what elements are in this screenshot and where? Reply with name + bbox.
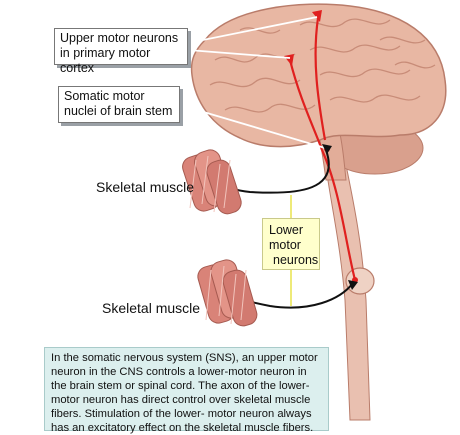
caption-box: In the somatic nervous system (SNS), an … — [44, 347, 329, 431]
upper-motor-neurons-label: Upper motor neurons in primary motor cor… — [54, 28, 188, 65]
skeletal-muscle-label-2: Skeletal muscle — [102, 300, 200, 316]
lower-motor-line-2: motor — [269, 238, 313, 253]
caption-text: In the somatic nervous system (SNS), an … — [51, 352, 318, 434]
lower-motor-line-3: neurons — [269, 253, 313, 268]
somatic-motor-nuclei-label: Somatic motor nuclei of brain stem — [58, 86, 180, 123]
skeletal-muscle-bundle-2 — [196, 258, 260, 329]
somatic-motor-nuclei-text: Somatic motor nuclei of brain stem — [64, 89, 172, 118]
lower-motor-neurons-label: Lower motor neurons — [262, 218, 320, 270]
lower-motor-line-1: Lower — [269, 223, 313, 238]
skeletal-muscle-label-1: Skeletal muscle — [96, 179, 194, 195]
cerebrum — [192, 4, 446, 146]
